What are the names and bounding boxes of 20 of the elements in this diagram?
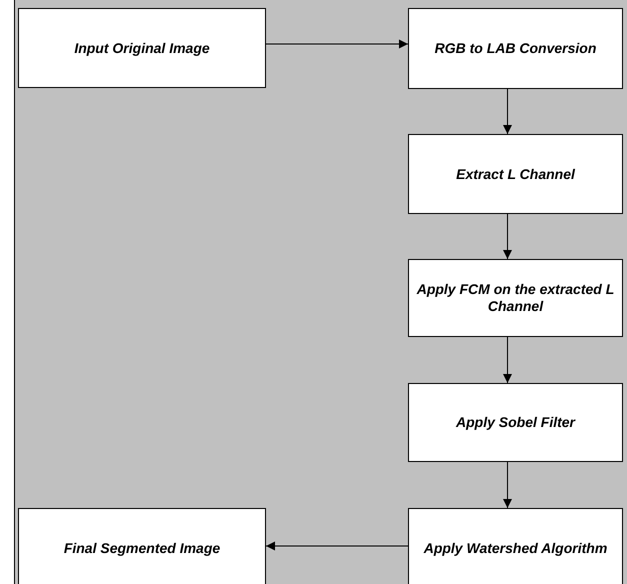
box-label: RGB to LAB Conversion — [434, 40, 596, 57]
arrow — [503, 88, 512, 134]
process-box — [408, 383, 623, 462]
process-box — [408, 134, 623, 214]
box-label: Extract L Channel — [456, 166, 575, 182]
box-label: Apply FCM on the extracted L Channel — [416, 281, 616, 315]
arrow — [503, 336, 512, 384]
arrow — [266, 40, 408, 48]
arrow — [503, 462, 512, 508]
process-box — [408, 508, 623, 584]
arrow — [503, 214, 512, 260]
process-box — [18, 8, 266, 88]
box-label: Final Segmented Image — [64, 540, 220, 556]
box-label: Apply Sobel Filter — [456, 414, 575, 431]
process-box — [408, 259, 623, 337]
arrow — [266, 542, 408, 550]
process-box — [408, 8, 623, 89]
box-label: Input Original Image — [74, 40, 210, 56]
box-label: Apply Watershed Algorithm — [424, 540, 608, 556]
process-box — [18, 508, 266, 584]
